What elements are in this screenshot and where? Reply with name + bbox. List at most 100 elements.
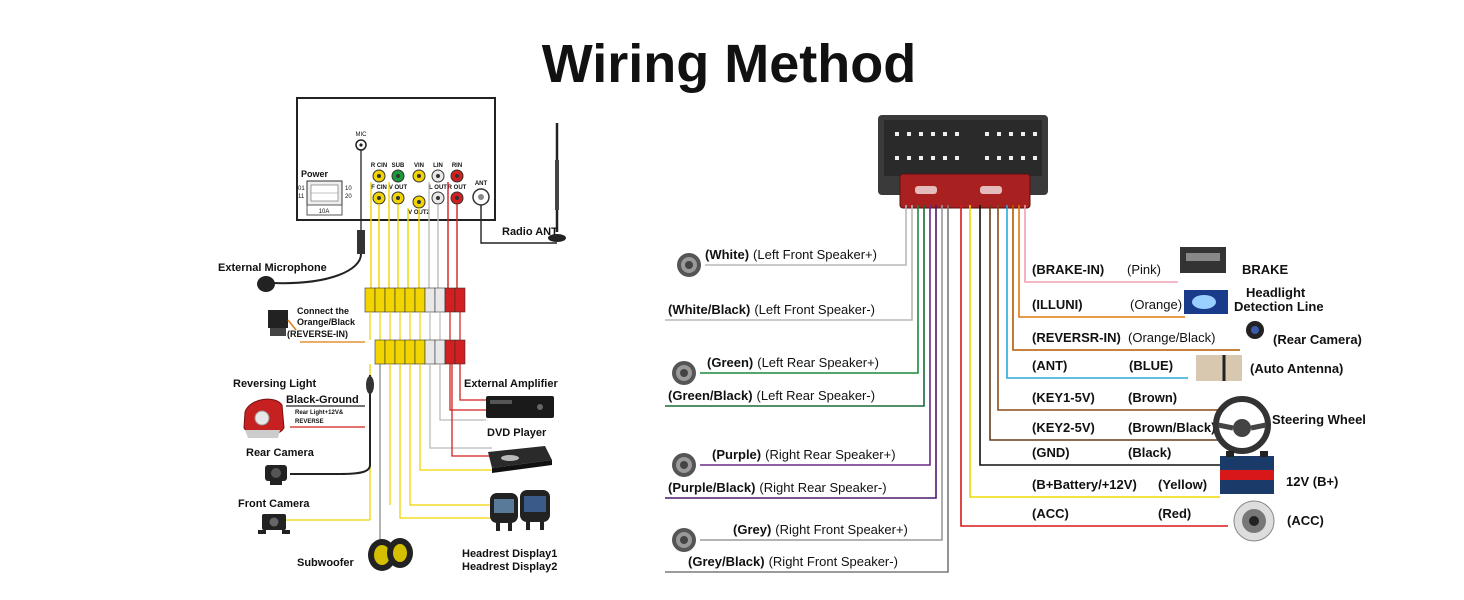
pin-10-label: 10 <box>345 186 352 192</box>
jack-label-fcin: F CIN <box>371 185 387 191</box>
front-camera-icon <box>258 514 290 534</box>
rca-plugs-row-2 <box>374 339 466 365</box>
harness-diagram: (White) (Left Front Speaker+)(White/Black… <box>665 115 1366 573</box>
ant-port-label: ANT <box>475 181 488 187</box>
function-wire-label: (B+Battery/+12V) <box>1032 477 1137 492</box>
rca-jack-vin <box>412 169 426 183</box>
speaker-wire-color-label: (Grey/Black) <box>688 554 765 569</box>
function-wire-line <box>989 205 1220 441</box>
external-amplifier-icon <box>486 396 554 418</box>
reversing-light-label: Reversing Light <box>233 378 316 390</box>
function-wire-label: (ANT) <box>1032 358 1067 373</box>
function-wire-2: (ILLUNI)(Orange) <box>1018 205 1185 318</box>
speaker-wire-line <box>705 205 907 266</box>
speaker-wire-1: (White) (Left Front Speaker+) <box>677 205 907 277</box>
rca-jack-sub <box>391 169 405 183</box>
headrest-display-2-label: Headrest Display2 <box>462 561 557 573</box>
speaker-wire-2: (White/Black)(Left Front Speaker-) <box>665 205 913 321</box>
speaker-wire-function-label: (Left Front Speaker+) <box>753 247 877 262</box>
jack-label-vout: V OUT <box>389 185 408 191</box>
jack-label-sub: SUB <box>392 163 405 169</box>
dvd-player-icon <box>488 446 552 473</box>
function-wire-label: (GND) <box>1032 445 1070 460</box>
connect-label-line2: Orange/Black <box>297 317 356 327</box>
speaker-wire-7: (Grey)(Right Front Speaker+) <box>672 205 943 552</box>
rear-camera-icon <box>1246 321 1264 339</box>
power-label: Power <box>301 169 329 179</box>
rear-light-label-2: REVERSE <box>295 419 324 425</box>
rca-plugs-row-1 <box>364 287 466 313</box>
speaker-wire-6: (Purple/Black)(Right Rear Speaker-) <box>665 205 937 499</box>
rca-jack-lout <box>431 191 445 205</box>
function-wire-7: (GND) (Black) <box>979 205 1220 466</box>
speaker-wire-8: (Grey/Black) (Right Front Speaker-) <box>665 205 949 573</box>
headrest-display-icon <box>490 490 550 531</box>
speaker-wire-line <box>665 205 913 321</box>
rca-jack-rout <box>450 191 464 205</box>
dvd-player-label: DVD Player <box>487 427 547 439</box>
speaker-wire-line <box>665 205 937 499</box>
reversing-light-icon <box>243 398 285 438</box>
function-wire-color-label: (Yellow) <box>1158 477 1207 492</box>
pin-11-label: 11 <box>298 194 305 200</box>
radio-antenna-icon <box>548 123 566 242</box>
subwoofer-icon <box>368 538 413 571</box>
auto-antenna-label: (Auto Antenna) <box>1250 361 1343 376</box>
speaker-wire-list: (White) (Left Front Speaker+)(White/Black… <box>665 205 949 573</box>
function-wire-label: (ACC) <box>1032 506 1069 521</box>
function-wire-line <box>1006 205 1188 379</box>
function-wire-color-label: (Orange/Black) <box>1128 330 1215 345</box>
speaker-icon <box>672 528 696 552</box>
speaker-icon <box>672 453 696 477</box>
function-wire-color-label: (Pink) <box>1127 262 1161 277</box>
front-camera-label: Front Camera <box>238 498 310 510</box>
jack-label-lin: LIN <box>433 163 443 169</box>
subwoofer-label: Subwoofer <box>297 557 355 569</box>
black-ground-label: Black-Ground <box>286 394 359 406</box>
page-title: Wiring Method <box>542 34 916 94</box>
iso-connector-icon <box>878 115 1048 209</box>
headlight-label: Headlight <box>1246 285 1306 300</box>
speaker-wire-color-label: (Green/Black) <box>668 388 753 403</box>
speaker-wire-function-label: (Left Rear Speaker+) <box>757 355 879 370</box>
function-wire-8: (B+Battery/+12V) (Yellow) <box>969 205 1220 498</box>
function-wire-color-label: (Brown) <box>1128 390 1177 405</box>
ignition-key-icon <box>1233 500 1275 542</box>
speaker-wire-3: (Green)(Left Rear Speaker+) <box>672 205 919 385</box>
speaker-wire-function-label: (Right Front Speaker+) <box>775 522 908 537</box>
headrest-display-1-label: Headrest Display1 <box>462 548 557 560</box>
rear-camera-icon <box>265 465 287 485</box>
battery-icon <box>1220 451 1274 494</box>
function-wire-line <box>1018 205 1185 318</box>
speaker-icon <box>677 253 701 277</box>
speaker-wire-function-label: (Right Front Speaker-) <box>769 554 898 569</box>
function-wire-color-label: (Orange) <box>1130 297 1182 312</box>
jack-label-rout: R OUT <box>448 185 467 191</box>
speaker-wire-function-label: (Right Rear Speaker+) <box>765 447 895 462</box>
jack-label-vin: VIN <box>414 163 424 169</box>
radio-ant-label: Radio ANT <box>502 226 558 238</box>
antenna-jack <box>472 188 490 206</box>
function-wire-color-label: (Red) <box>1158 506 1191 521</box>
external-amplifier-label: External Amplifier <box>464 378 558 390</box>
rca-jack-rin <box>450 169 464 183</box>
rca-jack-rcin <box>372 169 386 183</box>
function-wire-list: (BRAKE-IN)(Pink)(ILLUNI)(Orange) (REVERSR… <box>960 205 1366 542</box>
steering-wheel-icon <box>1213 396 1271 454</box>
fuse-label: 10A <box>319 209 330 215</box>
headlight-detection-label: Detection Line <box>1234 299 1324 314</box>
speaker-wire-color-label: (White) <box>705 247 749 262</box>
function-wire-line <box>979 205 1220 466</box>
brake-pedal-icon <box>1180 247 1226 273</box>
fuse <box>306 204 343 216</box>
speaker-wire-function-label: (Left Rear Speaker-) <box>757 388 876 403</box>
function-wire-4: (ANT)(BLUE) <box>1006 205 1188 379</box>
speaker-icon <box>672 361 696 385</box>
function-wire-1: (BRAKE-IN)(Pink) <box>1024 205 1178 283</box>
function-wire-9: (ACC) (Red) <box>960 205 1228 527</box>
function-wire-color-label: (Black) <box>1128 445 1171 460</box>
connect-label-line3: (REVERSE-IN) <box>287 329 348 339</box>
rca-jack-lin <box>431 169 445 183</box>
function-wire-label: (REVERSR-IN) <box>1032 330 1121 345</box>
